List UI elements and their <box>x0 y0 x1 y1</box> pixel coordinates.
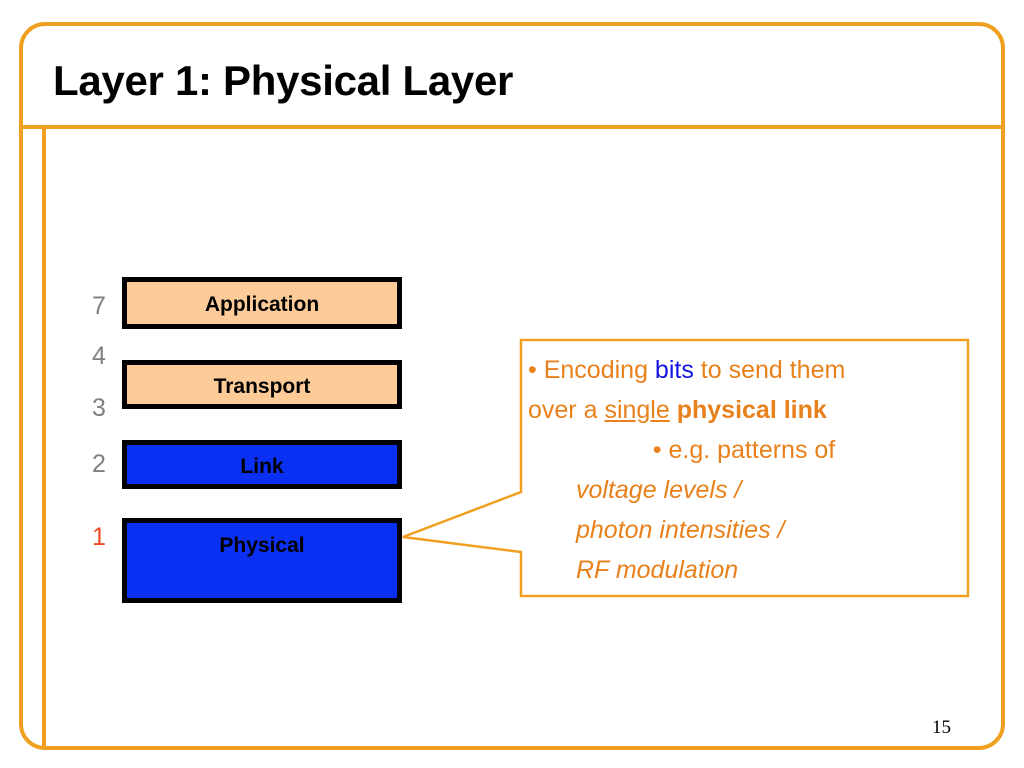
layer-number-4: 4 <box>92 342 106 370</box>
callout-line-3: • e.g. patterns of <box>528 430 960 470</box>
callout-line-2-part-a: over a <box>528 396 605 424</box>
layer-number-7: 7 <box>92 292 106 320</box>
callout-line-5: photon intensities / <box>576 516 785 544</box>
bullet-icon: • <box>528 356 537 384</box>
callout-balloon-shape <box>402 338 970 598</box>
layer-box-transport-label: Transport <box>213 375 311 398</box>
layer-number-2: 2 <box>92 450 106 478</box>
layer-box-application[interactable]: Application <box>122 277 402 329</box>
callout-line-1: • Encoding bits to send them <box>528 350 960 390</box>
callout-keyword-single: single <box>604 396 670 424</box>
layer-box-application-label: Application <box>204 293 320 316</box>
callout-keyword-bits: bits <box>654 356 694 384</box>
slide-outer-border <box>19 22 1005 750</box>
layer-box-link-label: Link <box>240 455 284 478</box>
slide-title-divider <box>19 125 1005 129</box>
layer-box-transport[interactable]: Transport <box>122 360 402 409</box>
callout-line-2: over a single physical link <box>528 390 960 430</box>
sub-bullet-icon: • <box>652 436 662 464</box>
callout-line-3-text: e.g. patterns of <box>668 436 836 464</box>
callout-line-1-part-b: to send them <box>693 356 846 384</box>
page-number: 15 <box>932 717 951 738</box>
layer-box-physical-label: Physical <box>219 534 305 557</box>
layer-box-link[interactable]: Link <box>122 440 402 489</box>
callout-line-4: voltage levels / <box>576 476 742 504</box>
page-title: Layer 1: Physical Layer <box>53 57 514 104</box>
callout-outline-path <box>402 338 970 598</box>
callout-keyword-physical-link: physical link <box>676 396 827 424</box>
layer-box-physical[interactable]: Physical <box>122 518 402 603</box>
callout-line-1-part-a: Encoding <box>543 356 655 384</box>
layer-number-1: 1 <box>92 523 106 551</box>
callout-line-6: RF modulation <box>576 556 739 584</box>
callout-line-2-space <box>670 396 677 424</box>
layer-number-3: 3 <box>92 394 106 422</box>
slide-inner-vertical-rule <box>42 127 46 750</box>
callout-text-block: • Encoding bits to send them over a sing… <box>528 350 960 590</box>
